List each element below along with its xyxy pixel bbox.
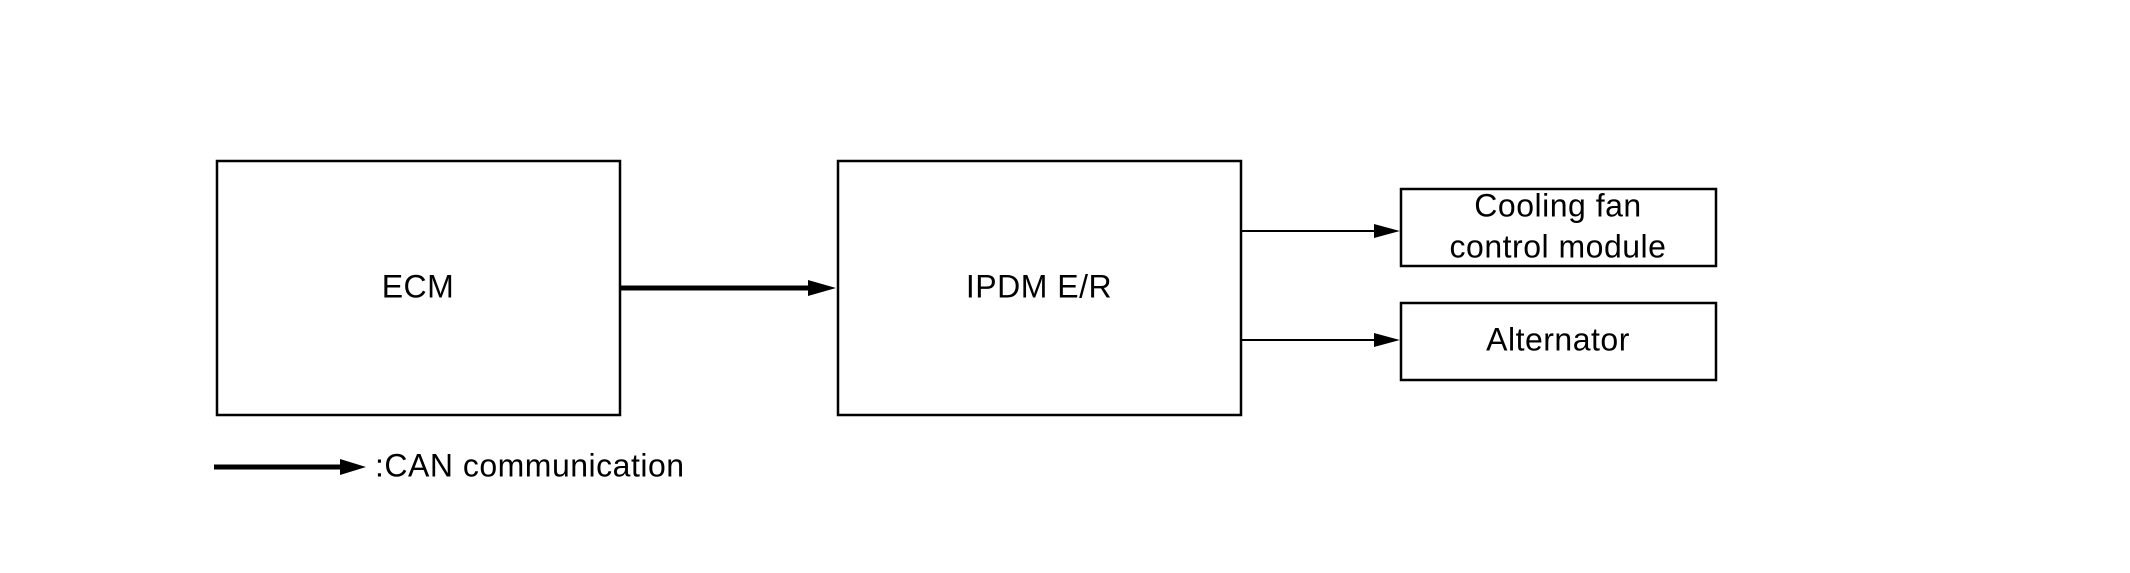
cooling-fan-label-line1: Cooling fan [1474,187,1641,223]
cooling-fan-node: Cooling fan control module [1399,187,1718,268]
legend-can-label: :CAN communication [375,447,685,483]
cooling-fan-box [1399,187,1718,268]
ecm-label: ECM [382,268,455,304]
ecm-node: ECM [215,159,622,417]
alternator-box [1399,301,1718,382]
edge-ipdm-to-cooling-fan [1241,224,1400,238]
ipdm-node: IPDM E/R [836,159,1243,417]
legend-can-arrowhead [340,459,366,475]
ecm-box [215,159,622,417]
edge-ecm-to-ipdm-arrowhead [808,280,836,296]
alternator-label: Alternator [1486,321,1630,357]
edge-ipdm-to-alternator-arrowhead [1374,333,1400,347]
ipdm-box [836,159,1243,417]
edge-ipdm-to-cooling-fan-arrowhead [1374,224,1400,238]
edge-ecm-to-ipdm [620,280,836,296]
ipdm-label: IPDM E/R [966,268,1112,304]
legend: :CAN communication [214,447,685,483]
cooling-fan-label-line2: control module [1450,228,1667,264]
alternator-node: Alternator [1399,301,1718,382]
edge-ipdm-to-alternator [1241,333,1400,347]
